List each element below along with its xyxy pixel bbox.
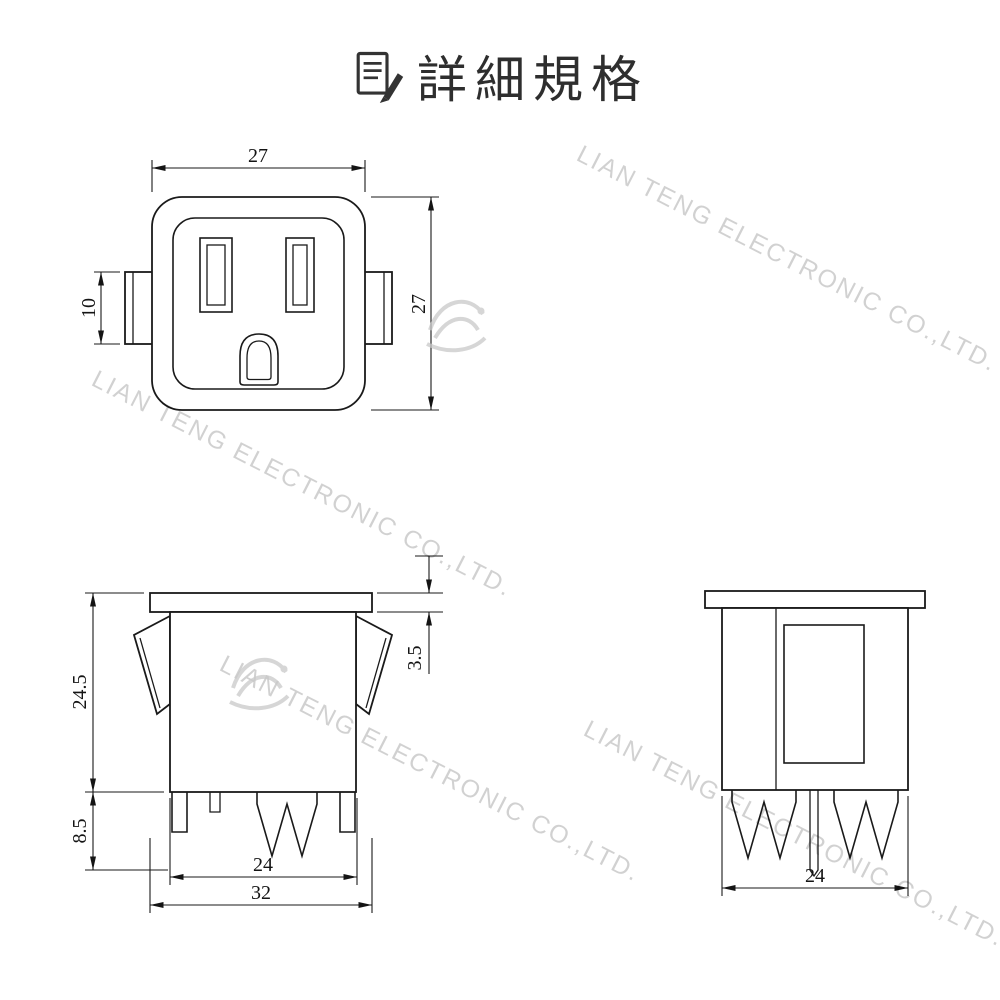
ground-hole-inner bbox=[246, 340, 272, 381]
dim-front-height: 27 bbox=[408, 294, 430, 314]
small-terminal-tab bbox=[209, 792, 221, 813]
page-title: 詳細規格 bbox=[417, 52, 649, 108]
document-pen-icon bbox=[356, 51, 404, 103]
housing-body bbox=[721, 607, 909, 791]
rear-view-body bbox=[704, 590, 926, 878]
sawtooth-terminals-right bbox=[833, 790, 899, 861]
pen-tip bbox=[379, 96, 389, 103]
slot-left-inner bbox=[206, 244, 226, 306]
right-terminal-bracket bbox=[339, 792, 356, 833]
dim-side-terminal-height: 8.5 bbox=[69, 819, 91, 844]
ground-hole-outer bbox=[239, 333, 279, 386]
sawtooth-terminals bbox=[256, 792, 318, 859]
logo-head bbox=[477, 307, 485, 315]
front-view-drawing: 27 27 10 bbox=[78, 145, 439, 411]
mounting-flange bbox=[149, 592, 373, 613]
page-header: 詳細規格 bbox=[0, 40, 1000, 112]
outlet-inner-face bbox=[172, 217, 345, 390]
outlet-outer-shell bbox=[151, 196, 366, 411]
dim-side-inner-width: 24 bbox=[253, 854, 273, 876]
right-snap-clip-edge bbox=[365, 637, 387, 709]
dim-side-overall-height: 24.5 bbox=[69, 675, 91, 710]
slot-right-inner bbox=[292, 244, 308, 306]
right-snap-clip bbox=[355, 614, 394, 716]
rear-side-view-drawing: 24 bbox=[704, 590, 926, 896]
sawtooth-terminals-left bbox=[731, 790, 797, 861]
slot-left-outer bbox=[199, 237, 233, 313]
side-view-drawing: 24.5 8.5 3.5 24 32 bbox=[69, 555, 443, 913]
side-view-body bbox=[132, 592, 394, 859]
document-shape bbox=[356, 51, 389, 95]
left-terminal-bracket bbox=[171, 792, 188, 833]
center-pin-terminal bbox=[809, 790, 819, 878]
dim-side-flange-thickness: 3.5 bbox=[404, 646, 426, 671]
rear-view-dimensions: 24 bbox=[721, 796, 909, 896]
left-mount-tab bbox=[124, 271, 155, 345]
side-view-dimensions: 24.5 8.5 3.5 24 32 bbox=[69, 555, 443, 913]
dim-rear-width: 24 bbox=[805, 865, 825, 887]
left-snap-clip-edge bbox=[139, 637, 161, 709]
housing-body bbox=[169, 611, 357, 793]
pen-body bbox=[383, 73, 404, 101]
left-snap-clip bbox=[132, 614, 171, 716]
dim-front-width: 27 bbox=[248, 145, 268, 167]
right-mount-tab bbox=[362, 271, 393, 345]
mounting-flange bbox=[704, 590, 926, 609]
watermark-text: LIAN TENG ELECTRONIC CO.,LTD. bbox=[572, 140, 1000, 378]
housing-recess bbox=[783, 624, 865, 764]
front-view-dimensions: 27 27 10 bbox=[78, 145, 439, 411]
slot-right-outer bbox=[285, 237, 315, 313]
dim-side-flange-width: 32 bbox=[251, 882, 271, 904]
dim-front-tab-height: 10 bbox=[78, 298, 100, 318]
front-view-body bbox=[124, 196, 393, 411]
